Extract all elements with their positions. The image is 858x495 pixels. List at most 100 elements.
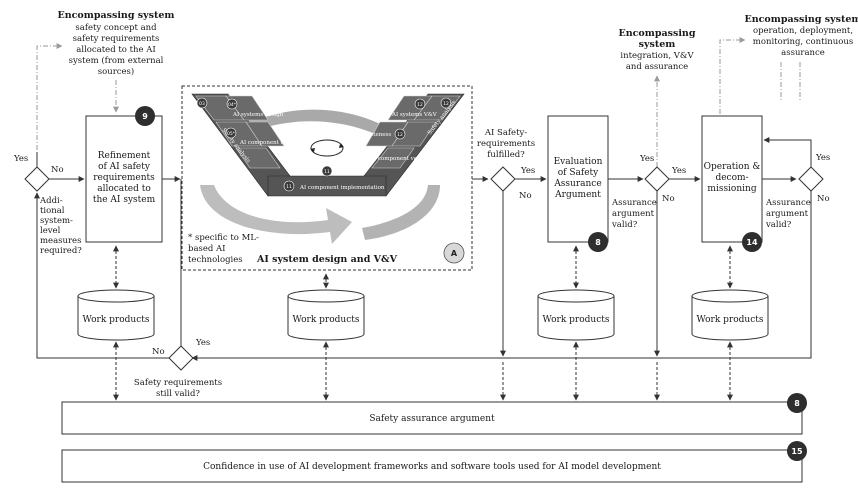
- encompassing-left-line: safety requirements: [73, 34, 160, 44]
- vmodel-footnote: * specific to ML-: [188, 233, 259, 243]
- decision-left-question: Addi-: [39, 196, 63, 206]
- vmodel-cell-number: 12: [417, 102, 423, 108]
- encompassing-left-line: safety concept and: [75, 23, 157, 33]
- encompassing-system-right: Encompassing system operation, deploymen…: [745, 14, 858, 58]
- safety-assurance-badge-text: 8: [794, 399, 800, 408]
- vmodel-cell-number: 05*: [227, 131, 236, 137]
- vmodel-cell-number: 04*: [228, 102, 237, 108]
- encompassing-right-line: assurance: [781, 48, 825, 58]
- decision-left-question: system-: [40, 216, 73, 226]
- vmodel-cell-label: AI component design: [239, 140, 300, 146]
- operation-line: missioning: [707, 184, 756, 194]
- decision-additional-measures: Yes No Addi- tional system- level measur…: [13, 154, 82, 256]
- decision-still-valid-question: still valid?: [156, 389, 200, 399]
- vmodel-badge-text: A: [451, 249, 458, 258]
- vmodel-footnote: based AI: [188, 244, 226, 254]
- vmodel-bottom-label: AI component implementation: [299, 185, 385, 191]
- encompassing-right-title: Encompassing system: [745, 14, 858, 25]
- decision-left-question: tional: [40, 206, 65, 216]
- operation-badge-text: 14: [746, 238, 758, 247]
- operation-line: decom-: [715, 173, 748, 183]
- vmodel-footnote: technologies: [188, 255, 243, 265]
- safety-assurance-badge: [787, 393, 807, 413]
- work-products-3: Work products: [537, 289, 615, 341]
- safety-assurance-label: Safety assurance argument: [369, 414, 495, 424]
- operation-badge: [742, 232, 762, 252]
- decision-valid2-no: No: [817, 194, 830, 204]
- vmodel-center-number: 11: [324, 169, 330, 175]
- decision-fulfilled-question: AI Safety-: [484, 128, 527, 138]
- vmodel-mid-right: Completeness: [352, 132, 391, 138]
- work-products-label: Work products: [83, 315, 150, 325]
- connector-valid2-yes-loop: [763, 137, 812, 167]
- vmodel-bottom-number: 11: [286, 184, 292, 190]
- work-products-label: Work products: [293, 315, 360, 325]
- refinement-line: requirements: [93, 173, 155, 183]
- vmodel-badge: [443, 242, 465, 264]
- connector-valid2-no-down: [191, 191, 812, 361]
- encompassing-right-line: monitoring, continuous: [753, 37, 853, 47]
- refinement-line: of AI safety: [98, 162, 151, 172]
- decision-still-valid-no: No: [152, 347, 165, 357]
- decision-still-valid: Yes No Safety requirements still valid?: [134, 338, 222, 399]
- cycle-arrow-top: [238, 108, 395, 140]
- encompassing-left-line: system (from external: [69, 55, 164, 66]
- decision-fulfilled: AI Safety- requirements fulfilled? Yes N…: [477, 128, 535, 201]
- decision-left-yes: Yes: [13, 154, 28, 164]
- refinement-line: Refinement: [98, 151, 151, 161]
- evaluation-badge: [588, 232, 608, 252]
- decision-fulfilled-no: No: [519, 191, 532, 201]
- vmodel-cell-label: AI systems design: [232, 112, 284, 118]
- vmodel-cell-label: AI component verification: [369, 156, 443, 162]
- work-products-2: Work products: [287, 289, 365, 341]
- vmodel-cell-label: AI systems V&V: [391, 112, 438, 118]
- decision-valid-2: Yes No Assurance argument valid?: [765, 153, 830, 230]
- encompassing-system-mid: Encompassing system integration, V&V and…: [619, 28, 696, 72]
- cycle-arrow-right: [362, 185, 440, 240]
- decision-valid1-question: Assurance: [611, 198, 657, 208]
- decision-valid1-yes-top: Yes: [639, 154, 654, 164]
- safety-assurance-argument-bar: Safety assurance argument 8: [61, 393, 807, 435]
- refinement-badge-text: 9: [142, 112, 148, 121]
- decision-valid2-question: Assurance: [765, 198, 811, 208]
- decision-fulfilled-question: requirements: [477, 139, 535, 149]
- decision-valid1-yes-right: Yes: [671, 166, 686, 176]
- refinement-badge: [135, 106, 155, 126]
- encompassing-left-line: allocated to the AI: [76, 45, 155, 55]
- work-products-label: Work products: [543, 315, 610, 325]
- vmodel-cell-number: 03: [199, 101, 205, 107]
- encompassing-mid-title: Encompassing: [619, 28, 696, 39]
- decision-left-question: required?: [40, 246, 82, 256]
- decision-left-question: level: [40, 226, 61, 236]
- decision-left-question: measures: [40, 236, 81, 246]
- decision-left-no: No: [51, 165, 64, 175]
- decision-valid1-question: valid?: [611, 220, 638, 230]
- vmodel-frame: 03 Safety analysis 04* AI systems design…: [181, 85, 473, 271]
- decision-valid2-question: valid?: [765, 220, 792, 230]
- connector-yes-to-encompassing: [36, 43, 63, 150]
- vmodel-mid-left: Data: [286, 132, 300, 138]
- refinement-line: the AI system: [93, 195, 156, 205]
- operation-box: Operation & decom- missioning 14: [701, 115, 763, 252]
- evaluation-line: of Safety: [558, 168, 599, 178]
- confidence-bar: Confidence in use of AI development fram…: [61, 441, 807, 483]
- decision-valid1-question: argument: [612, 209, 655, 219]
- refinement-line: allocated to: [97, 184, 151, 194]
- confidence-badge-text: 15: [791, 447, 803, 456]
- encompassing-mid-line: and assurance: [626, 62, 688, 72]
- work-products-4: Work products: [691, 289, 769, 341]
- encompassing-left-line: sources): [98, 66, 135, 77]
- decision-fulfilled-question: fulfilled?: [487, 150, 525, 160]
- decision-still-valid-yes: Yes: [195, 338, 210, 348]
- evaluation-line: Assurance: [553, 179, 601, 189]
- refinement-box: Refinement of AI safety requirements all…: [85, 106, 163, 243]
- cycle-arrow-bottom: [200, 185, 352, 244]
- decision-fulfilled-yes: Yes: [520, 166, 535, 176]
- decision-valid-1: Yes Yes No Assurance argument valid?: [611, 154, 686, 230]
- confidence-label: Confidence in use of AI development fram…: [203, 462, 661, 472]
- decision-valid2-question: argument: [766, 209, 809, 219]
- work-products-1: Work products: [77, 289, 155, 341]
- connector-operation-to-encompassing: [719, 37, 746, 114]
- encompassing-mid-title: system: [639, 39, 676, 50]
